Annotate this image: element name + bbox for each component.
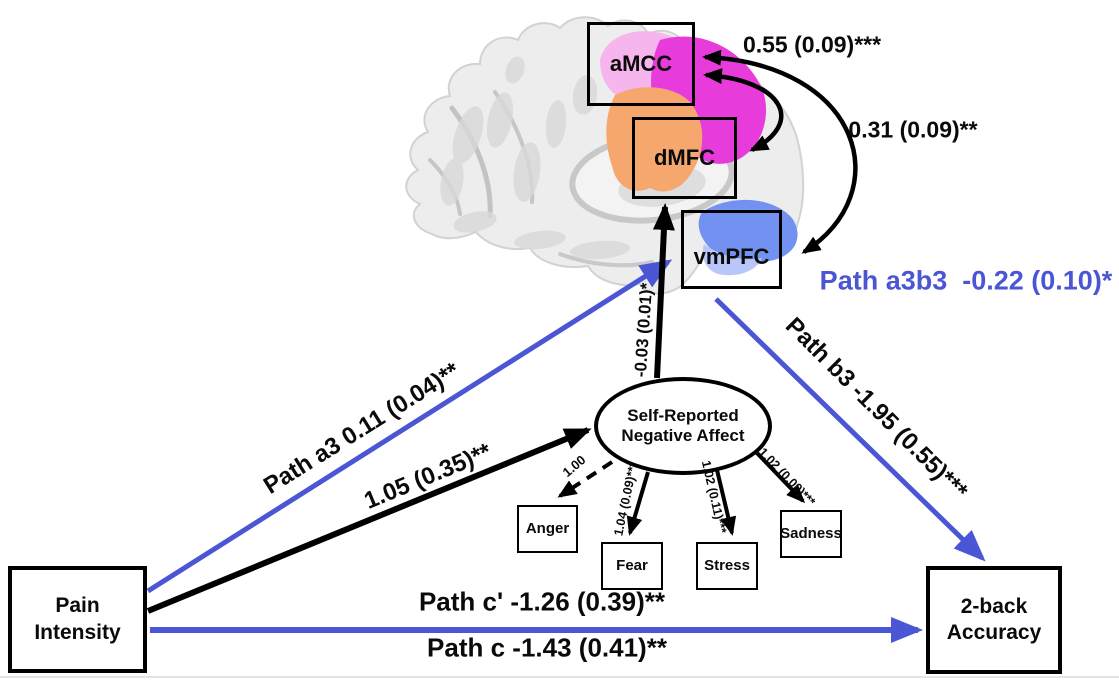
stress-label: Stress bbox=[704, 556, 750, 574]
path-c-prime-coefficient: Path c' -1.26 (0.39)** bbox=[418, 586, 666, 617]
affect-to-anger-arrow bbox=[557, 460, 614, 498]
two-back-accuracy-label: 2-back Accuracy bbox=[946, 594, 1042, 644]
fear-box: Fear bbox=[601, 542, 663, 590]
dmfc-label: dMFC bbox=[653, 145, 716, 171]
affect-to-fear-arrow bbox=[626, 471, 650, 536]
negative-affect-ellipse: Self-Reported Negative Affect bbox=[594, 377, 772, 475]
path-b3-arrow bbox=[714, 297, 986, 562]
amcc-label: aMCC bbox=[609, 51, 673, 77]
affect-to-stress-arrow bbox=[715, 469, 737, 536]
anger-box: Anger bbox=[517, 505, 578, 553]
vmpfc-box: vmPFC bbox=[681, 210, 782, 289]
pain-to-affect-arrow bbox=[146, 427, 592, 614]
two-back-accuracy-box: 2-back Accuracy bbox=[926, 566, 1062, 674]
vmpfc-label: vmPFC bbox=[693, 243, 770, 269]
brain-sulcus-line bbox=[449, 105, 493, 219]
anger-label: Anger bbox=[525, 519, 570, 537]
path-c-coefficient: Path c -1.43 (0.41)** bbox=[427, 632, 667, 663]
pain-intensity-box: Pain Intensity bbox=[8, 566, 147, 673]
fear-label: Fear bbox=[616, 556, 648, 574]
sadness-box: Sadness bbox=[780, 510, 842, 558]
amcc-vmpfc-curve-arrow bbox=[702, 49, 858, 254]
amcc-box: aMCC bbox=[587, 22, 695, 106]
pain-intensity-label: Pain Intensity bbox=[34, 594, 121, 644]
affect-to-dmfc-arrow bbox=[652, 203, 675, 379]
sadness-label: Sadness bbox=[780, 524, 842, 542]
roi-dmfc-orange bbox=[606, 87, 703, 192]
amcc-dmfc-coefficient: 0.55 (0.09)*** bbox=[742, 31, 882, 58]
affect-to-sadness-arrow bbox=[754, 450, 806, 504]
amcc-vmpfc-coefficient: 0.31 (0.09)** bbox=[848, 116, 978, 143]
bottom-divider bbox=[0, 676, 1119, 678]
roi-vmpfc-blue-light bbox=[702, 244, 762, 276]
negative-affect-label: Self-Reported Negative Affect bbox=[621, 405, 745, 445]
stress-box: Stress bbox=[696, 542, 758, 590]
path-a3-arrow bbox=[146, 259, 673, 594]
dmfc-box: dMFC bbox=[632, 117, 737, 199]
path-a3b3-coefficient: Path a3b3 -0.22 (0.10)* bbox=[819, 265, 1113, 296]
